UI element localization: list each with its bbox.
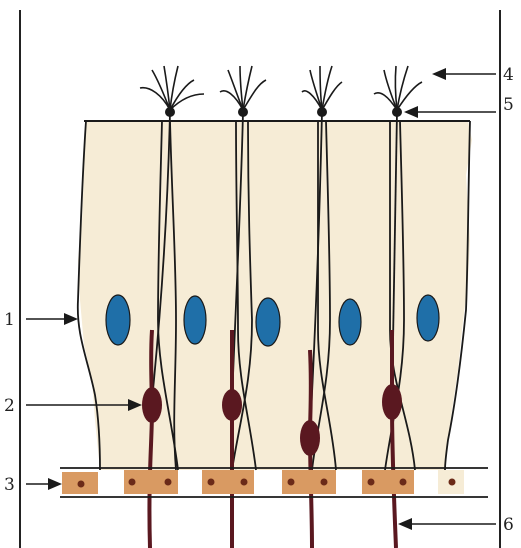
- receptor-cell-body: [382, 384, 402, 420]
- basal-nucleus: [368, 479, 375, 486]
- axon: [149, 330, 152, 548]
- label-3: 3: [4, 475, 15, 495]
- supporting-cell-nucleus: [339, 299, 361, 345]
- arrow-label-3: [26, 478, 62, 490]
- basal-nucleus: [241, 479, 248, 486]
- cilia-tuft: [220, 66, 266, 110]
- label-1: 1: [4, 310, 15, 330]
- label-6: 6: [503, 515, 514, 535]
- receptor-cell-body: [300, 420, 320, 456]
- basal-nucleus: [129, 479, 136, 486]
- basal-nucleus: [78, 481, 85, 488]
- epithelium-region: [78, 121, 472, 470]
- cilia-tuft: [140, 66, 204, 110]
- arrow-label-6: [398, 518, 496, 530]
- receptor-cell-body: [142, 387, 162, 423]
- basal-nucleus: [208, 479, 215, 486]
- label-5: 5: [503, 95, 514, 115]
- dendritic-knob: [238, 107, 248, 117]
- label-4: 4: [503, 65, 514, 85]
- arrow-label-5: [404, 106, 496, 118]
- basal-nucleus: [321, 479, 328, 486]
- supporting-cell-nucleus: [106, 295, 130, 345]
- label-2: 2: [4, 396, 15, 416]
- supporting-cell-nucleus: [256, 298, 280, 346]
- cilia-tuft: [374, 66, 422, 110]
- basal-nucleus: [400, 479, 407, 486]
- olfactory-cilia: [140, 66, 422, 110]
- basal-nucleus: [449, 479, 456, 486]
- supporting-cell-nucleus: [184, 296, 206, 344]
- basal-nucleus: [288, 479, 295, 486]
- arrow-label-1: [26, 313, 78, 325]
- cilia-tuft: [302, 66, 342, 110]
- dendritic-knob: [317, 107, 327, 117]
- basal-cell-layer: [60, 468, 488, 497]
- dendritic-knob: [165, 107, 175, 117]
- dendritic-knob: [392, 107, 402, 117]
- basal-nucleus: [165, 479, 172, 486]
- dendritic-knobs: [165, 107, 402, 117]
- supporting-cell-nucleus: [417, 295, 439, 341]
- arrow-label-4: [432, 68, 496, 80]
- receptor-cell-body: [222, 389, 242, 421]
